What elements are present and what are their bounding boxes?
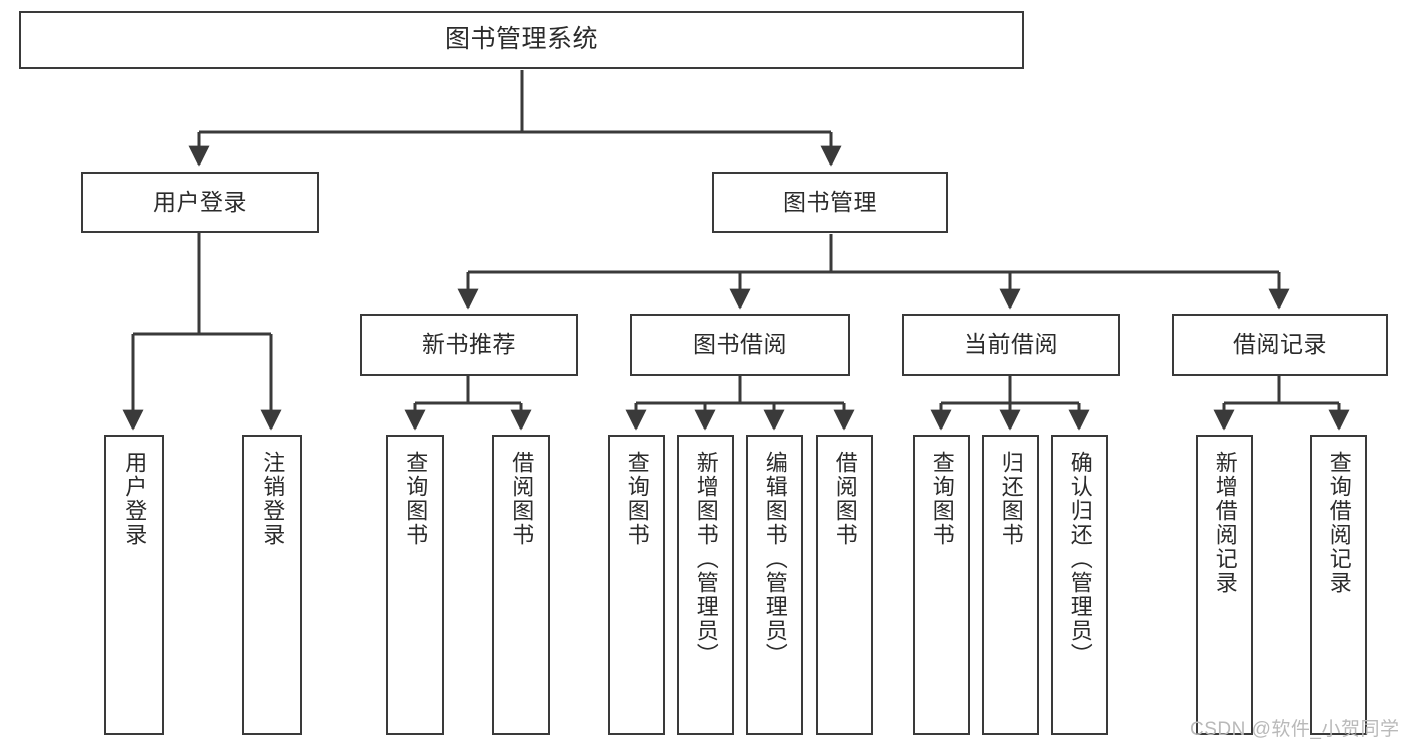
node-leaf-query-book-2-label: 查询图书 <box>624 451 650 547</box>
node-leaf-logout-label: 注销登录 <box>260 451 286 547</box>
node-leaf-query-book-1[interactable]: 查询图书 <box>386 435 444 735</box>
node-root[interactable]: 图书管理系统 <box>19 11 1024 69</box>
node-leaf-edit-book-label: 编辑图书（管理员） <box>762 451 788 667</box>
node-book-manage-label: 图书管理 <box>783 188 877 215</box>
node-leaf-return-book[interactable]: 归还图书 <box>982 435 1039 735</box>
node-leaf-add-record-label: 新增借阅记录 <box>1212 451 1238 595</box>
node-leaf-borrow-book-1[interactable]: 借阅图书 <box>492 435 550 735</box>
node-new-book-rec[interactable]: 新书推荐 <box>360 314 578 376</box>
node-leaf-user-login-label: 用户登录 <box>122 451 148 547</box>
node-leaf-borrow-book-1-label: 借阅图书 <box>509 451 535 547</box>
node-book-borrow-label: 图书借阅 <box>693 331 787 358</box>
node-root-label: 图书管理系统 <box>444 25 598 54</box>
node-book-borrow[interactable]: 图书借阅 <box>630 314 850 376</box>
node-current-borrow-label: 当前借阅 <box>964 331 1058 358</box>
node-leaf-add-book[interactable]: 新增图书（管理员） <box>677 435 734 735</box>
node-leaf-borrow-book-2-label: 借阅图书 <box>832 451 858 547</box>
node-leaf-query-record-label: 查询借阅记录 <box>1326 451 1352 595</box>
node-borrow-record-label: 借阅记录 <box>1233 331 1327 358</box>
node-user-login[interactable]: 用户登录 <box>81 172 319 233</box>
node-leaf-add-record[interactable]: 新增借阅记录 <box>1196 435 1253 735</box>
node-book-manage[interactable]: 图书管理 <box>712 172 948 233</box>
node-new-book-rec-label: 新书推荐 <box>422 331 516 358</box>
node-current-borrow[interactable]: 当前借阅 <box>902 314 1120 376</box>
node-borrow-record[interactable]: 借阅记录 <box>1172 314 1388 376</box>
node-leaf-query-book-1-label: 查询图书 <box>403 451 429 547</box>
node-leaf-confirm-return-label: 确认归还（管理员） <box>1067 451 1093 667</box>
node-leaf-confirm-return[interactable]: 确认归还（管理员） <box>1051 435 1108 735</box>
node-leaf-query-record[interactable]: 查询借阅记录 <box>1310 435 1367 735</box>
node-leaf-add-book-label: 新增图书（管理员） <box>693 451 719 667</box>
node-leaf-edit-book[interactable]: 编辑图书（管理员） <box>746 435 803 735</box>
node-leaf-query-book-2[interactable]: 查询图书 <box>608 435 665 735</box>
node-leaf-query-book-3[interactable]: 查询图书 <box>913 435 970 735</box>
node-leaf-return-book-label: 归还图书 <box>998 451 1024 547</box>
node-leaf-logout[interactable]: 注销登录 <box>242 435 302 735</box>
node-user-login-label: 用户登录 <box>153 188 247 215</box>
node-leaf-user-login[interactable]: 用户登录 <box>104 435 164 735</box>
node-leaf-borrow-book-2[interactable]: 借阅图书 <box>816 435 873 735</box>
node-leaf-query-book-3-label: 查询图书 <box>929 451 955 547</box>
